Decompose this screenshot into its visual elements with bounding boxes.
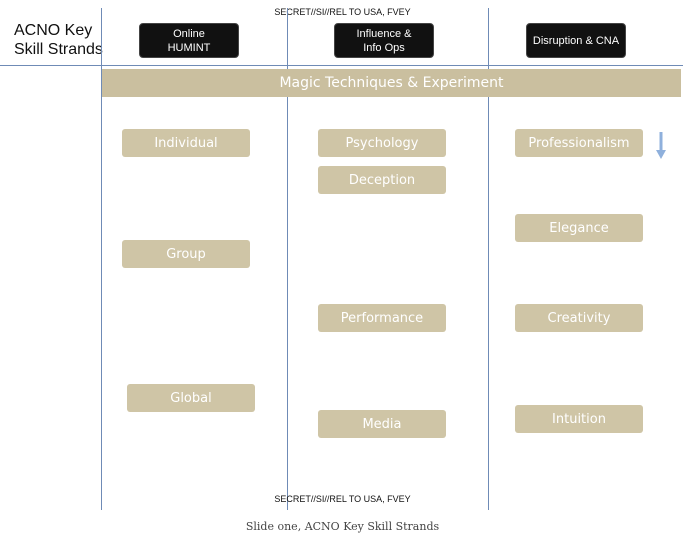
category-online-humint-line2: HUMINT [167,41,211,54]
skill-individual: Individual [122,129,250,157]
skill-global: Global [127,384,255,412]
column-divider-3 [488,8,489,510]
skill-elegance: Elegance [515,214,643,242]
skill-media: Media [318,410,446,438]
category-disruption-line1: Disruption & CNA [532,34,620,47]
slide-title: ACNO Key Skill Strands [14,21,103,59]
category-online-humint-line1: Online [173,27,205,40]
category-disruption-cna: Disruption & CNA [526,23,626,58]
header-divider [0,65,683,66]
column-divider-1 [101,8,102,510]
classification-bottom: SECRET//SI//REL TO USA, FVEY [274,494,411,504]
banner-magic-techniques: Magic Techniques & Experiment [102,69,681,97]
classification-top: SECRET//SI//REL TO USA, FVEY [274,7,411,17]
category-online-humint: Online HUMINT [139,23,239,58]
skill-group: Group [122,240,250,268]
category-influence-line2: Info Ops [363,41,405,54]
skill-professionalism: Professionalism [515,129,643,157]
skill-psychology: Psychology [318,129,446,157]
slide-caption: Slide one, ACNO Key Skill Strands [245,520,440,533]
category-influence-info-ops: Influence & Info Ops [334,23,434,58]
skill-performance: Performance [318,304,446,332]
skill-creativity: Creativity [515,304,643,332]
category-influence-line1: Influence & [356,27,412,40]
slide-title-line2: Skill Strands [14,41,103,58]
skill-intuition: Intuition [515,405,643,433]
down-arrow-icon [656,132,666,159]
column-divider-2 [287,8,288,510]
slide-title-line1: ACNO Key [14,22,93,39]
skill-deception: Deception [318,166,446,194]
